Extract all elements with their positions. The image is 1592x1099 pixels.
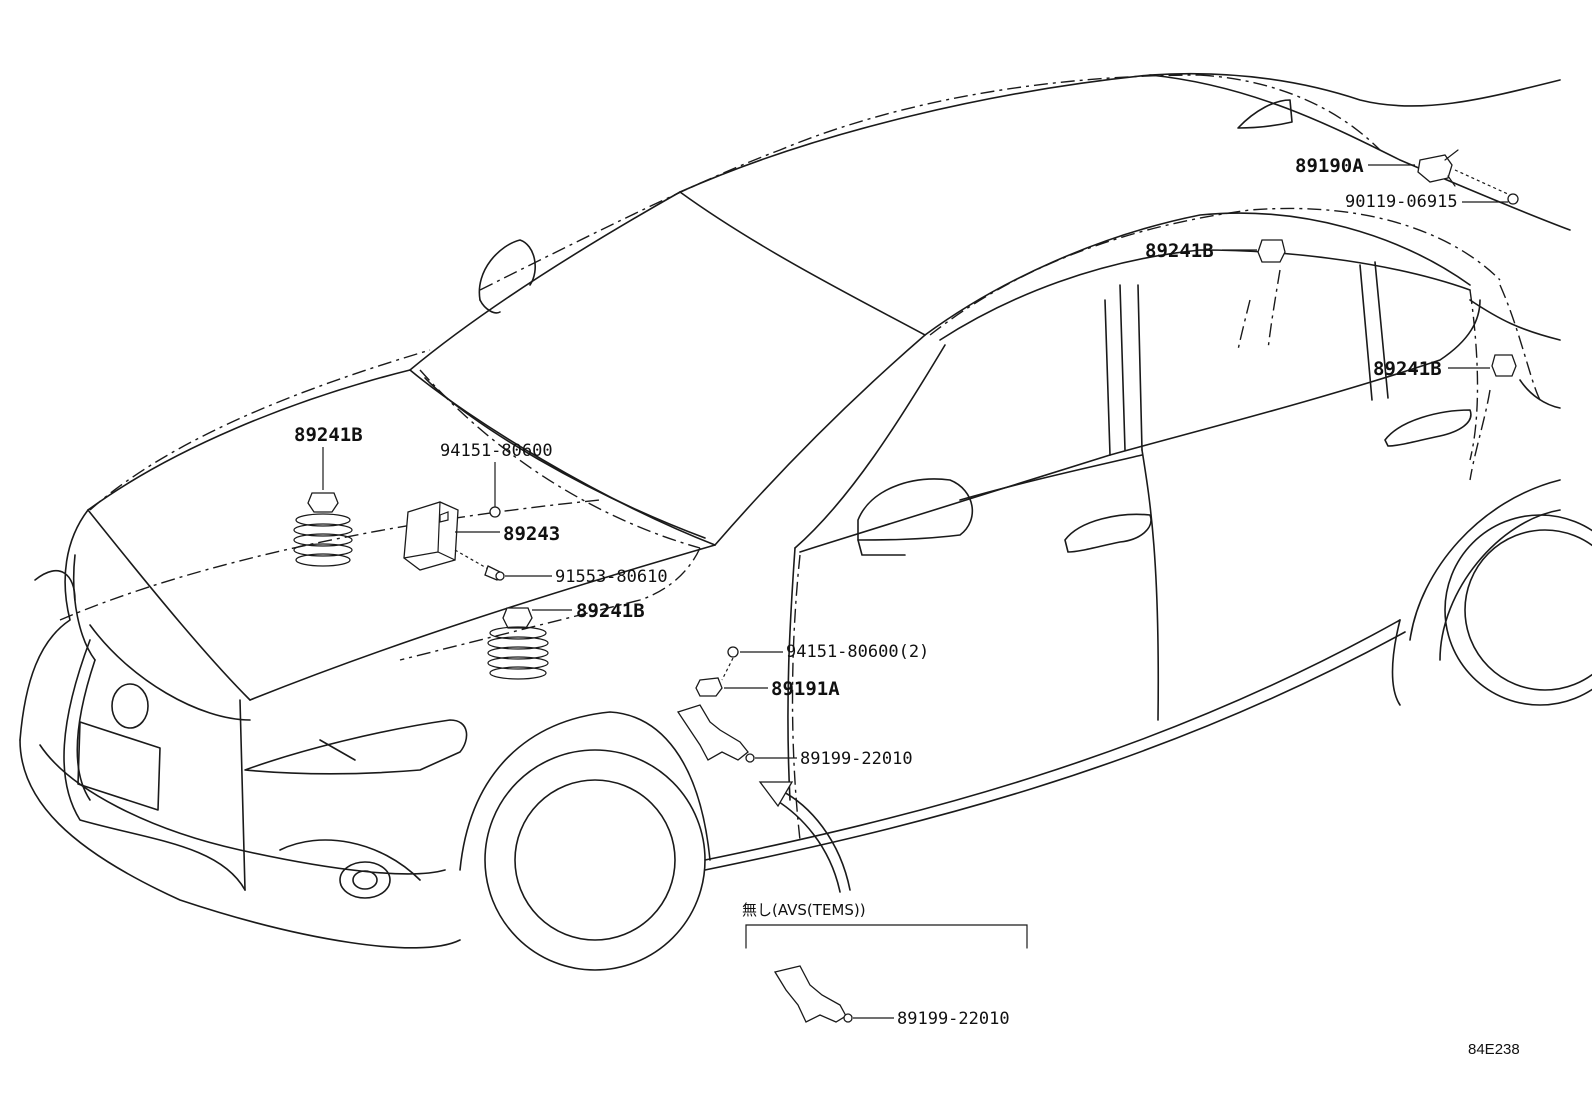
sensor-89241b-roof-icon	[1257, 239, 1286, 263]
part-89241b-front-group: 89241B	[487, 600, 645, 680]
nut-94151-icon	[489, 506, 501, 518]
location-arrow-icon	[758, 781, 851, 893]
callout-89241b-front: 89241B	[576, 600, 645, 622]
callout-89241b-left: 89241B	[294, 424, 363, 446]
callout-89241b-rear: 89241B	[1373, 358, 1442, 380]
sensor-89191a-icon	[695, 677, 723, 697]
part-89241b-left-group: 89241B	[293, 424, 363, 567]
module-89243-icon	[403, 501, 459, 571]
callout-89241b-roof: 89241B	[1145, 240, 1214, 262]
callout-94151-80600-2: 94151-80600(2)	[786, 642, 929, 662]
callout-91553-80610: 91553-80610	[555, 567, 668, 587]
inset-condition-label: 無し(AVS(TEMS))	[742, 901, 866, 919]
callout-89190a: 89190A	[1295, 155, 1364, 177]
hidden-lines	[59, 74, 1541, 841]
sensor-89190a-icon	[1417, 154, 1453, 183]
callout-89243: 89243	[503, 523, 560, 545]
part-89190a-group: 89190A 90119-06915	[1295, 149, 1519, 212]
part-89191a-group: 94151-80600(2) 89191A 89199-22010	[676, 642, 929, 769]
part-89241b-rear-group: 89241B	[1373, 354, 1517, 380]
callout-89199-22010-inset: 89199-22010	[897, 1009, 1010, 1029]
spring-89241b-left-icon	[293, 492, 353, 567]
part-89243-group: 94151-80600 89243 91553-80610	[403, 441, 668, 587]
callout-89199-22010: 89199-22010	[800, 749, 913, 769]
car-body-illustration	[19, 72, 1592, 971]
inset-bracket-line	[745, 924, 1028, 949]
inset-variant: 無し(AVS(TEMS)) 89199-22010	[742, 901, 1028, 1029]
nut-94151-2-icon	[727, 646, 739, 658]
spring-89241b-front-icon	[487, 607, 549, 680]
bolt-90119-icon	[1507, 193, 1519, 205]
callout-94151-80600: 94151-80600	[440, 441, 553, 461]
diagram-code: 84E238	[1468, 1041, 1520, 1058]
callout-90119-06915: 90119-06915	[1345, 192, 1458, 212]
callout-89191a: 89191A	[771, 678, 840, 700]
bracket-89199-inset-icon	[773, 965, 847, 1023]
sensor-89241b-rear-icon	[1491, 354, 1517, 377]
part-89241b-roof-group: 89241B	[1145, 239, 1286, 263]
bracket-89199-icon	[676, 704, 749, 761]
